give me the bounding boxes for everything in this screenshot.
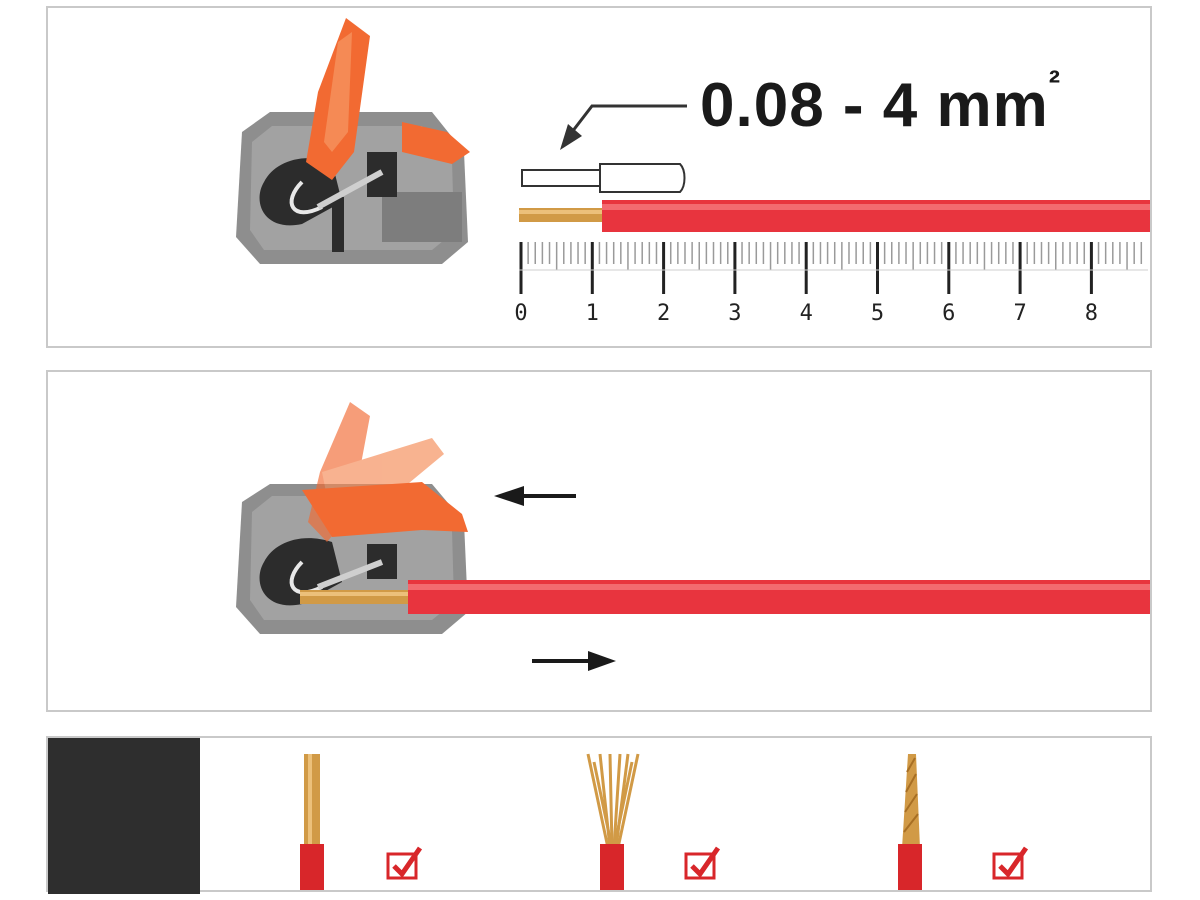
- stranded-wire-icon: [586, 753, 640, 849]
- connector-diagram-1: 0 1 2 3 4 5 6 7 8: [236, 18, 1150, 326]
- wire-outline: [521, 163, 686, 193]
- wire-types-panel: [46, 736, 1152, 894]
- ruler-label: 3: [728, 301, 741, 326]
- ruler-label: 4: [800, 301, 813, 326]
- solid-wire-icon: [300, 754, 324, 890]
- ruler-label: 7: [1013, 301, 1026, 326]
- insertion-panel: [46, 370, 1152, 712]
- arrow-left-icon: [494, 486, 576, 506]
- ruler-label: 5: [871, 301, 884, 326]
- wire-range-label: 0.08 - 4 mm²: [700, 64, 1061, 141]
- wire-range-value: 0.08 - 4 mm: [700, 71, 1049, 140]
- dark-block: [48, 738, 200, 894]
- connector-diagram-2: [236, 402, 1150, 671]
- ruler-label: 1: [586, 301, 599, 326]
- ruler-label: 2: [657, 301, 670, 326]
- wire-types-diagram: [48, 738, 1029, 894]
- twisted-stranded-wire-icon: [898, 754, 922, 890]
- lever-closed: [302, 482, 468, 537]
- ruler: 0 1 2 3 4 5 6 7 8: [514, 242, 1148, 326]
- strip-length-panel: 0 1 2 3 4 5 6 7 8 0.08 - 4 mm²: [46, 6, 1152, 348]
- ruler-label: 6: [942, 301, 955, 326]
- pointer-arrow: [560, 104, 687, 150]
- checkmark-icon: [992, 846, 1029, 880]
- inserted-wire: [300, 580, 1150, 614]
- stripped-wire: [519, 200, 1150, 232]
- wire-range-unit-superscript: ²: [1048, 64, 1062, 102]
- lever-open: [306, 18, 470, 180]
- ruler-label: 0: [514, 301, 527, 326]
- arrow-right-icon: [532, 651, 616, 671]
- ruler-label: 8: [1085, 301, 1098, 326]
- checkmark-icon: [684, 846, 721, 880]
- checkmark-icon: [386, 846, 423, 880]
